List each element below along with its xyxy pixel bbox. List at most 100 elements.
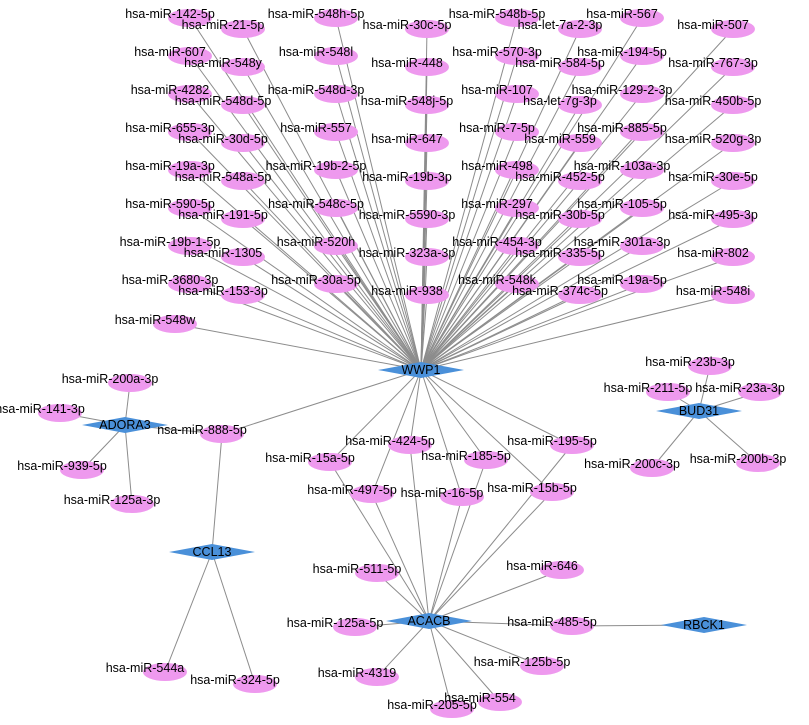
gene-node-bud31[interactable]: BUD31 [656, 403, 742, 419]
mirna-node-hsa-mir-548b-5p[interactable]: hsa-miR-548b-5p [449, 7, 546, 27]
mirna-node-hsa-mir-567[interactable]: hsa-miR-567 [586, 7, 664, 27]
mirna-node-hsa-mir-495-3p[interactable]: hsa-miR-495-3p [668, 208, 758, 228]
mirna-node-hsa-mir-548a-5p[interactable]: hsa-miR-548a-5p [175, 170, 272, 190]
mirna-node-hsa-mir-548j-5p[interactable]: hsa-miR-548j-5p [361, 94, 453, 114]
mirna-node-hsa-mir-200a-3p[interactable]: hsa-miR-200a-3p [62, 372, 159, 392]
gene-node-ccl13[interactable]: CCL13 [169, 544, 255, 560]
mirna-node-hsa-mir-548d-5p[interactable]: hsa-miR-548d-5p [175, 94, 272, 114]
mirna-node-hsa-mir-107[interactable]: hsa-miR-107 [461, 83, 539, 103]
mirna-node-hsa-mir-19b-2-5p[interactable]: hsa-miR-19b-2-5p [266, 159, 367, 179]
mirna-node-hsa-mir-125a-5p[interactable]: hsa-miR-125a-5p [287, 616, 384, 636]
mirna-node-hsa-mir-30b-5p[interactable]: hsa-miR-30b-5p [515, 208, 605, 228]
mirna-node-hsa-mir-19a-3p[interactable]: hsa-miR-19a-3p [125, 159, 215, 179]
mirna-node-hsa-mir-485-5p[interactable]: hsa-miR-485-5p [507, 615, 597, 635]
mirna-node-hsa-let-7g-3p[interactable]: hsa-let-7g-3p [523, 94, 602, 114]
mirna-node-hsa-mir-191-5p[interactable]: hsa-miR-191-5p [178, 208, 268, 228]
mirna-node-hsa-mir-511-5p[interactable]: hsa-miR-511-5p [313, 562, 402, 582]
mirna-node-hsa-mir-4282[interactable]: hsa-miR-4282 [131, 83, 212, 103]
mirna-node-hsa-mir-19b-1-5p[interactable]: hsa-miR-19b-1-5p [120, 235, 221, 255]
mirna-node-hsa-mir-324-5p[interactable]: hsa-miR-324-5p [190, 673, 280, 693]
mirna-node-hsa-mir-19b-3p[interactable]: hsa-miR-19b-3p [362, 170, 452, 190]
mirna-node-hsa-mir-185-5p[interactable]: hsa-miR-185-5p [421, 449, 511, 469]
mirna-node-hsa-mir-15b-5p[interactable]: hsa-miR-15b-5p [487, 481, 577, 501]
mirna-node-hsa-mir-885-5p[interactable]: hsa-miR-885-5p [577, 121, 667, 141]
mirna-node-hsa-mir-129-2-3p[interactable]: hsa-miR-129-2-3p [572, 83, 673, 103]
mirna-node-hsa-mir-647[interactable]: hsa-miR-647 [371, 132, 449, 152]
mirna-node-hsa-mir-211-5p[interactable]: hsa-miR-211-5p [604, 381, 693, 401]
mirna-node-hsa-mir-548i[interactable]: hsa-miR-548i [676, 284, 755, 304]
mirna-node-hsa-mir-548h-5p[interactable]: hsa-miR-548h-5p [268, 7, 365, 27]
mirna-node-hsa-mir-21-5p[interactable]: hsa-miR-21-5p [182, 18, 265, 38]
mirna-node-hsa-mir-1305[interactable]: hsa-miR-1305 [184, 246, 265, 266]
mirna-node-hsa-mir-507[interactable]: hsa-miR-507 [677, 18, 755, 38]
mirna-node-hsa-mir-3680-3p[interactable]: hsa-miR-3680-3p [122, 273, 219, 293]
mirna-node-hsa-mir-200b-3p[interactable]: hsa-miR-200b-3p [690, 452, 787, 472]
mirna-node-hsa-mir-194-5p[interactable]: hsa-miR-194-5p [577, 45, 667, 65]
mirna-label: hsa-miR-802 [677, 246, 749, 260]
mirna-node-hsa-mir-105-5p[interactable]: hsa-miR-105-5p [577, 197, 667, 217]
mirna-node-hsa-mir-103a-3p[interactable]: hsa-miR-103a-3p [574, 159, 671, 179]
mirna-node-hsa-mir-939-5p[interactable]: hsa-miR-939-5p [17, 459, 107, 479]
mirna-node-hsa-mir-497-5p[interactable]: hsa-miR-497-5p [307, 483, 397, 503]
mirna-node-hsa-let-7a-2-3p[interactable]: hsa-let-7a-2-3p [518, 18, 603, 38]
mirna-node-hsa-mir-888-5p[interactable]: hsa-miR-888-5p [157, 423, 247, 443]
mirna-node-hsa-mir-141-3p[interactable]: hsa-miR-141-3p [0, 402, 85, 422]
mirna-node-hsa-mir-205-5p[interactable]: hsa-miR-205-5p [387, 698, 477, 718]
mirna-label: hsa-miR-497-5p [307, 483, 397, 497]
mirna-node-hsa-mir-655-3p[interactable]: hsa-miR-655-3p [125, 121, 215, 141]
mirna-node-hsa-mir-646[interactable]: hsa-miR-646 [506, 559, 584, 579]
mirna-node-hsa-mir-767-3p[interactable]: hsa-miR-767-3p [668, 56, 758, 76]
mirna-node-hsa-mir-584-5p[interactable]: hsa-miR-584-5p [515, 56, 605, 76]
mirna-node-hsa-mir-554[interactable]: hsa-miR-554 [444, 691, 522, 711]
mirna-node-hsa-mir-802[interactable]: hsa-miR-802 [677, 246, 755, 266]
mirna-node-hsa-mir-335-5p[interactable]: hsa-miR-335-5p [515, 246, 605, 266]
mirna-node-hsa-mir-30e-5p[interactable]: hsa-miR-30e-5p [668, 170, 758, 190]
mirna-node-hsa-mir-142-5p[interactable]: hsa-miR-142-5p [125, 7, 215, 27]
mirna-node-hsa-mir-557[interactable]: hsa-miR-557 [280, 121, 358, 141]
mirna-node-hsa-mir-7-5p[interactable]: hsa-miR-7-5p [459, 121, 539, 141]
gene-node-acacb[interactable]: ACACB [386, 613, 472, 629]
mirna-node-hsa-mir-938[interactable]: hsa-miR-938 [371, 284, 449, 304]
mirna-node-hsa-mir-452-5p[interactable]: hsa-miR-452-5p [515, 170, 605, 190]
mirna-node-hsa-mir-548l[interactable]: hsa-miR-548l [279, 45, 358, 65]
mirna-node-hsa-mir-23a-3p[interactable]: hsa-miR-23a-3p [695, 381, 785, 401]
mirna-node-hsa-mir-520h[interactable]: hsa-miR-520h [277, 235, 358, 255]
mirna-node-hsa-mir-548k[interactable]: hsa-miR-548k [458, 273, 539, 293]
mirna-node-hsa-mir-590-5p[interactable]: hsa-miR-590-5p [125, 197, 215, 217]
mirna-node-hsa-mir-200c-3p[interactable]: hsa-miR-200c-3p [584, 457, 680, 477]
mirna-node-hsa-mir-498[interactable]: hsa-miR-498 [461, 159, 539, 179]
mirna-node-hsa-mir-548c-5p[interactable]: hsa-miR-548c-5p [268, 197, 364, 217]
mirna-node-hsa-mir-374c-5p[interactable]: hsa-miR-374c-5p [512, 284, 608, 304]
mirna-node-hsa-mir-297[interactable]: hsa-miR-297 [461, 197, 539, 217]
mirna-node-hsa-mir-125b-5p[interactable]: hsa-miR-125b-5p [474, 655, 571, 675]
mirna-node-hsa-mir-30d-5p[interactable]: hsa-miR-30d-5p [178, 132, 268, 152]
mirna-node-hsa-mir-424-5p[interactable]: hsa-miR-424-5p [345, 434, 435, 454]
mirna-node-hsa-mir-548w[interactable]: hsa-miR-548w [115, 313, 197, 333]
gene-node-wwp1[interactable]: WWP1 [378, 362, 464, 378]
mirna-node-hsa-mir-448[interactable]: hsa-miR-448 [371, 56, 449, 76]
mirna-node-hsa-mir-30c-5p[interactable]: hsa-miR-30c-5p [363, 18, 452, 38]
mirna-node-hsa-mir-548y[interactable]: hsa-miR-548y [184, 56, 265, 76]
mirna-node-hsa-mir-607[interactable]: hsa-miR-607 [134, 45, 212, 65]
mirna-node-hsa-mir-570-3p[interactable]: hsa-miR-570-3p [452, 45, 542, 65]
mirna-node-hsa-mir-30a-5p[interactable]: hsa-miR-30a-5p [271, 273, 361, 293]
gene-node-adora3[interactable]: ADORA3 [82, 417, 168, 433]
mirna-node-hsa-mir-301a-3p[interactable]: hsa-miR-301a-3p [574, 235, 671, 255]
mirna-node-hsa-mir-4319[interactable]: hsa-miR-4319 [318, 666, 399, 686]
mirna-node-hsa-mir-15a-5p[interactable]: hsa-miR-15a-5p [265, 451, 355, 471]
mirna-node-hsa-mir-548d-3p[interactable]: hsa-miR-548d-3p [268, 83, 365, 103]
mirna-node-hsa-mir-559[interactable]: hsa-miR-559 [524, 132, 602, 152]
mirna-node-hsa-mir-454-3p[interactable]: hsa-miR-454-3p [452, 235, 542, 255]
mirna-node-hsa-mir-544a[interactable]: hsa-miR-544a [106, 661, 187, 681]
mirna-node-hsa-mir-19a-5p[interactable]: hsa-miR-19a-5p [577, 273, 667, 293]
mirna-node-hsa-mir-450b-5p[interactable]: hsa-miR-450b-5p [665, 94, 762, 114]
mirna-node-hsa-mir-16-5p[interactable]: hsa-miR-16-5p [401, 486, 484, 506]
mirna-node-hsa-mir-153-3p[interactable]: hsa-miR-153-3p [178, 284, 268, 304]
mirna-node-hsa-mir-125a-3p[interactable]: hsa-miR-125a-3p [64, 493, 161, 513]
mirna-node-hsa-mir-23b-3p[interactable]: hsa-miR-23b-3p [645, 355, 735, 375]
mirna-node-hsa-mir-520g-3p[interactable]: hsa-miR-520g-3p [665, 132, 762, 152]
mirna-node-hsa-mir-5590-3p[interactable]: hsa-miR-5590-3p [359, 208, 456, 228]
mirna-node-hsa-mir-323a-3p[interactable]: hsa-miR-323a-3p [359, 246, 456, 266]
mirna-node-hsa-mir-195-5p[interactable]: hsa-miR-195-5p [507, 434, 597, 454]
gene-node-rbck1[interactable]: RBCK1 [661, 617, 747, 633]
